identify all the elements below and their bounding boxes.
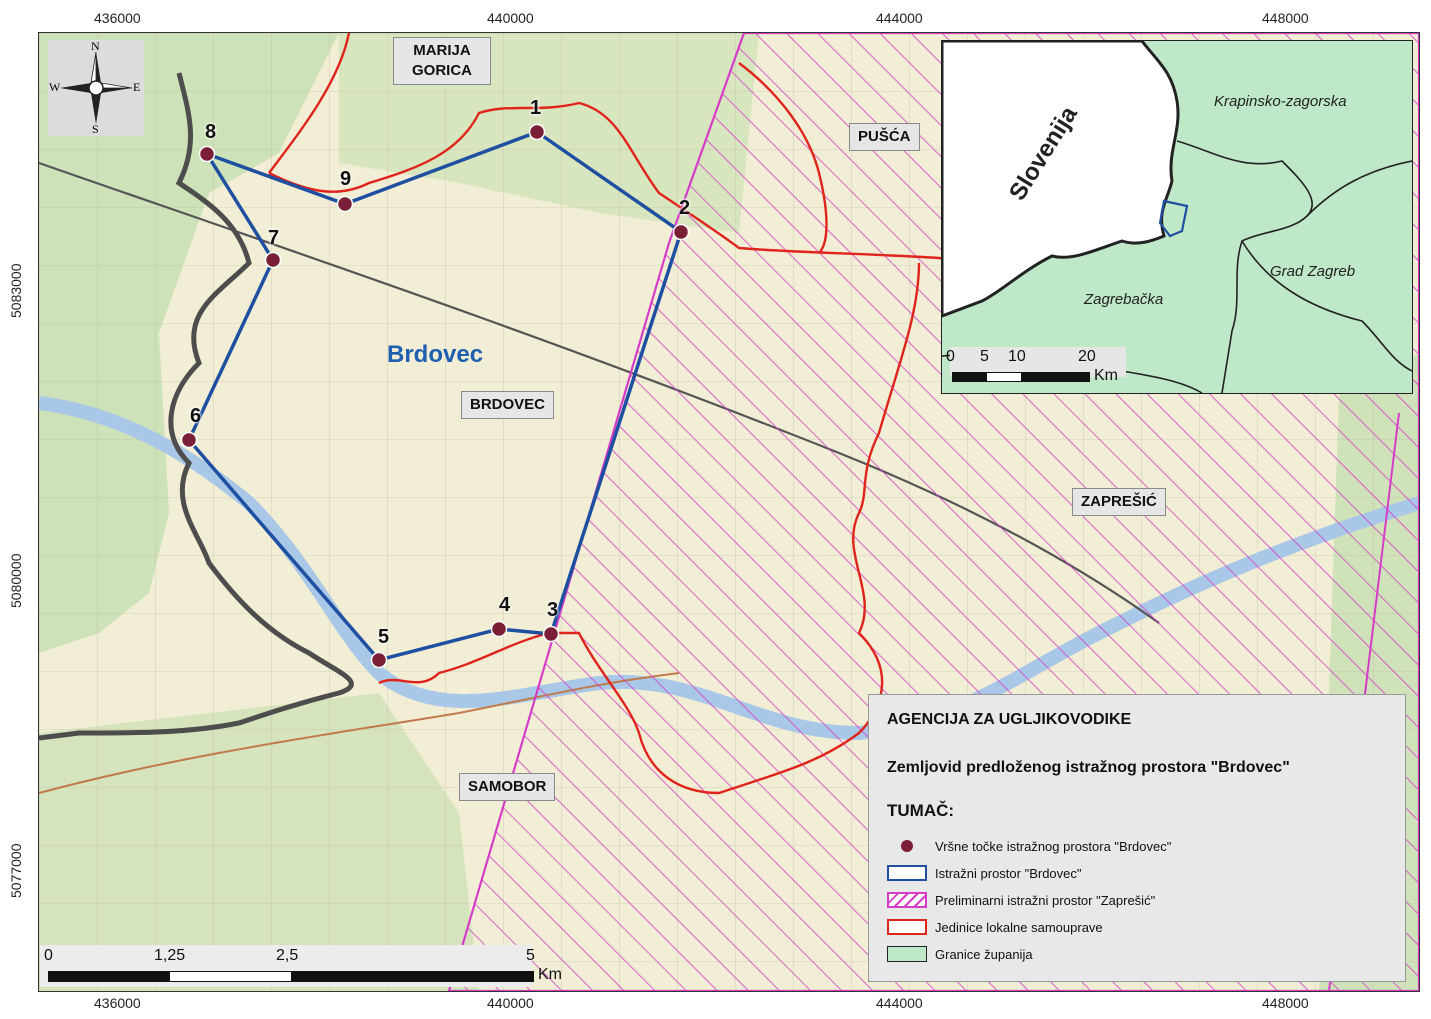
point-label-5: 5 <box>378 626 390 648</box>
main-scale-5: 5 <box>526 947 535 964</box>
x-tick-436000-bottom: 436000 <box>94 995 141 1011</box>
exploration-area-brdovec <box>186 130 684 662</box>
compass-w: W <box>49 80 61 94</box>
legend-label-county: Granice županija <box>935 946 1033 962</box>
label-marija-gorica: MARIJA GORICA <box>393 37 491 85</box>
slovenia-area <box>942 41 1180 318</box>
county-border-gz <box>1241 160 1412 372</box>
vertex-point-5[interactable] <box>370 651 388 669</box>
inset-county-kz: Krapinsko-zagorska <box>1214 93 1347 110</box>
inset-scale-20: 20 <box>1078 348 1096 365</box>
legend-row-municipal: Jedinice lokalne samouprave <box>887 918 1103 936</box>
point-label-4: 4 <box>499 594 511 616</box>
compass-icon <box>60 51 133 124</box>
legend-swatch-area <box>887 865 927 881</box>
legend-label-preliminary: Preliminarni istražni prostor "Zaprešić" <box>935 892 1156 908</box>
inset-county-grad-zagreb: Grad Zagreb <box>1270 263 1356 280</box>
legend-swatch-county <box>887 946 927 962</box>
legend-row-points: Vršne točke istražnog prostora "Brdovec" <box>887 837 1171 855</box>
inset-brdovec-outline <box>1158 199 1189 238</box>
vertex-point-1[interactable] <box>528 123 546 141</box>
municipal-border-pusca <box>738 62 828 254</box>
main-scale-2-5: 2,5 <box>276 947 299 964</box>
compass-s: S <box>92 122 99 136</box>
y-tick-5083000: 5083000 <box>8 263 24 318</box>
main-scale-bar <box>48 971 534 982</box>
legend-swatch-point <box>887 838 927 854</box>
label-brdovec: BRDOVEC <box>461 391 555 419</box>
x-tick-448000-top: 448000 <box>1262 10 1309 26</box>
vertex-point-7[interactable] <box>264 251 282 269</box>
point-label-6: 6 <box>190 405 202 427</box>
municipal-border-north <box>268 33 980 265</box>
compass-rose: N S W E <box>48 39 144 136</box>
x-tick-436000-top: 436000 <box>94 10 141 26</box>
inset-scale-segments <box>952 372 1090 382</box>
inset-scale-0: 0 <box>946 348 955 365</box>
area-name-brdovec: Brdovec <box>387 341 484 368</box>
label-samobor: SAMOBOR <box>459 773 556 801</box>
county-border <box>39 72 354 741</box>
legend-row-county: Granice županija <box>887 945 1033 963</box>
point-label-2: 2 <box>679 197 691 219</box>
point-label-9: 9 <box>340 168 352 190</box>
compass-n: N <box>91 39 100 53</box>
main-scale-unit: Km <box>538 966 562 983</box>
x-tick-440000-top: 440000 <box>487 10 534 26</box>
x-tick-440000-bottom: 440000 <box>487 995 534 1011</box>
label-zapresic: ZAPREŠIĆ <box>1072 488 1166 516</box>
point-label-8: 8 <box>205 121 217 143</box>
municipal-border-zapresic <box>378 262 921 795</box>
legend-row-area: Istražni prostor "Brdovec" <box>887 864 1082 882</box>
main-scale-0: 0 <box>44 947 53 964</box>
vertex-point-9[interactable] <box>336 195 354 213</box>
vertex-point-3[interactable] <box>542 625 560 643</box>
legend-key-title: TUMAČ: <box>887 801 955 820</box>
inset-scale-5: 5 <box>980 348 989 365</box>
main-scale-1-25: 1,25 <box>154 947 186 964</box>
legend-row-preliminary: Preliminarni istražni prostor "Zaprešić" <box>887 891 1155 909</box>
point-label-1: 1 <box>530 97 542 119</box>
legend-swatch-municipal <box>887 919 927 935</box>
legend-label-municipal: Jedinice lokalne samouprave <box>935 919 1103 935</box>
legend-label-area: Istražni prostor "Brdovec" <box>935 865 1082 881</box>
y-tick-5080000: 5080000 <box>8 553 24 608</box>
point-label-3: 3 <box>547 599 559 621</box>
legend-map-title: Zemljovid predloženog istražnog prostora… <box>887 759 1290 776</box>
legend-agency: AGENCIJA ZA UGLJIKOVODIKE <box>887 711 1132 728</box>
x-tick-444000-top: 444000 <box>876 10 923 26</box>
x-tick-448000-bottom: 448000 <box>1262 995 1309 1011</box>
inset-scale-10: 10 <box>1008 348 1026 365</box>
y-tick-5077000: 5077000 <box>8 843 24 898</box>
x-tick-444000-bottom: 444000 <box>876 995 923 1011</box>
inset-map[interactable]: Slovenija Krapinsko-zagorska Zagrebačka … <box>941 40 1413 394</box>
label-pusca: PUŠĆA <box>849 123 920 151</box>
compass-e: E <box>133 80 141 94</box>
vertex-point-8[interactable] <box>198 145 216 163</box>
vertex-point-4[interactable] <box>490 620 508 638</box>
legend-label-points: Vršne točke istražnog prostora "Brdovec" <box>935 838 1172 854</box>
inset-scale-unit: Km <box>1094 367 1118 384</box>
legend-panel: AGENCIJA ZA UGLJIKOVODIKE Zemljovid pred… <box>868 694 1406 982</box>
legend-swatch-preliminary <box>887 892 927 908</box>
vertex-point-2[interactable] <box>672 223 690 241</box>
inset-county-zagrebacka: Zagrebačka <box>1084 291 1164 308</box>
vertex-point-6[interactable] <box>180 431 198 449</box>
point-label-7: 7 <box>268 227 280 249</box>
